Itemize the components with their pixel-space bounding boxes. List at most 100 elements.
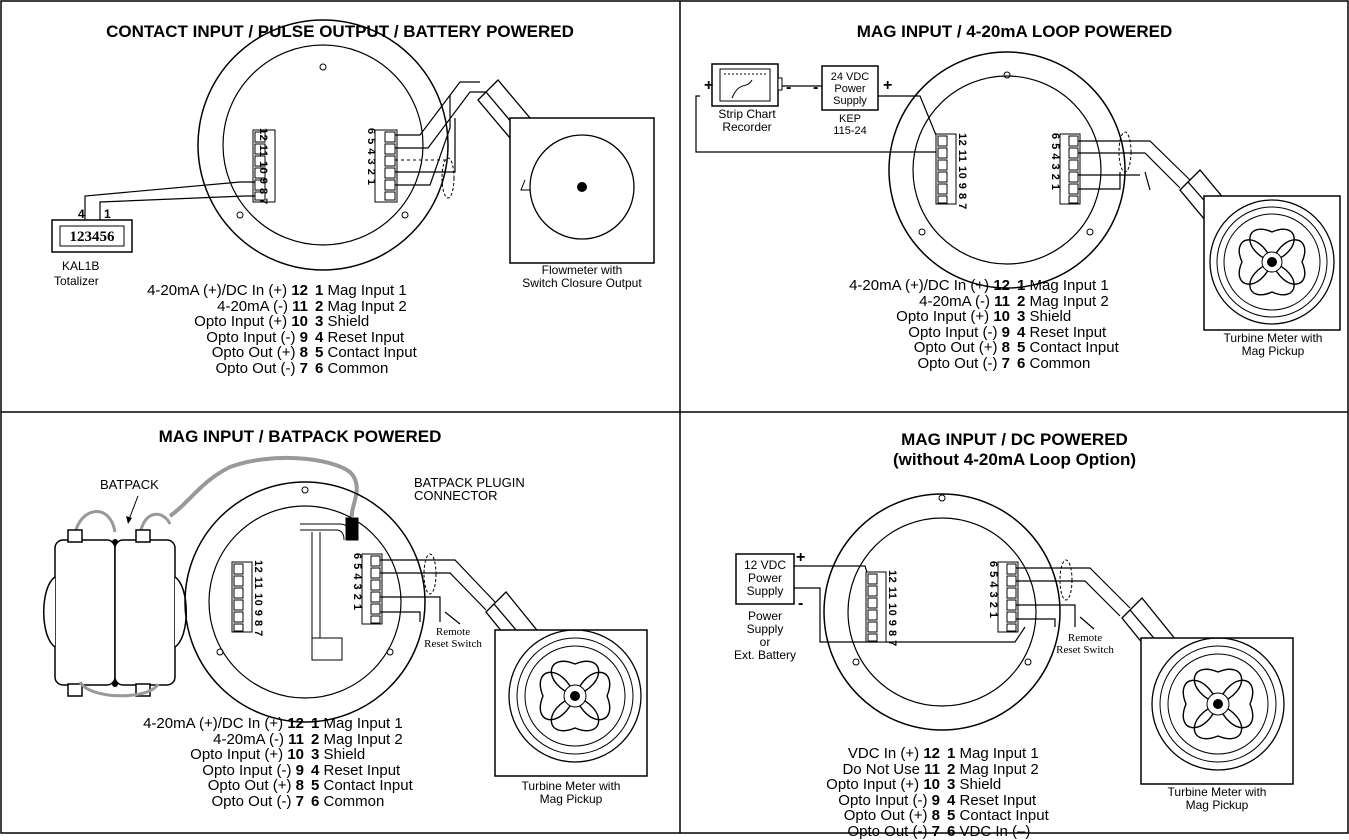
legend-right-label: 5 Contact Input (315, 344, 417, 361)
flowmeter-switch (520, 179, 530, 191)
panel-dc-powered: MAG INPUT / DC POWERED (without 4-20mA L… (680, 412, 1349, 839)
strip-chart-label: Strip Chart Recorder (718, 107, 776, 134)
turbine-rotor (539, 660, 611, 732)
wires-turbine (1016, 567, 1131, 630)
terminal-numbers-right: 6 5 4 3 2 1 (351, 553, 363, 611)
svg-text:-: - (798, 595, 803, 612)
legend-terminal-number: 5 (947, 807, 956, 824)
enclosure-outer (888, 51, 1126, 289)
legend-right-label: 1 Mag Input 1 (311, 715, 403, 732)
legend-terminal-number: 5 (311, 777, 320, 794)
legend-terminal-number: 12 (291, 282, 308, 299)
turbine-caption: Turbine Meter with Mag Pickup (521, 779, 621, 806)
legend-right-label: 4 Reset Input (311, 761, 401, 779)
turbine-rotor (1238, 228, 1306, 296)
legend-left-label: Opto Out (+) 8 (913, 339, 1010, 356)
turbine-caption: Turbine Meter with Mag Pickup (1167, 785, 1267, 812)
legend-left-label: 4-20mA (+)/DC In (+) 12 (849, 277, 1010, 294)
terminal-numbers-left: 12 11 10 9 8 7 (956, 133, 968, 210)
cable-shield (1118, 131, 1132, 173)
totalizer-display (59, 225, 125, 247)
terminal-block-left (935, 133, 957, 205)
legend-terminal-number: 4 (315, 328, 324, 346)
legend-terminal-number: 3 (311, 746, 320, 763)
svg-text:+: + (883, 77, 892, 94)
legend-left-label: Opto Input (-) 9 (908, 323, 1010, 341)
legend-left-label: Opto Out (+) 8 (211, 344, 308, 361)
legend-right-label: 4 Reset Input (1017, 323, 1107, 341)
mount-hole (938, 494, 946, 502)
legend-terminal-number: 5 (315, 344, 324, 361)
totalizer-name: KAL1B (62, 259, 100, 273)
legend-left-label: 4-20mA (+)/DC In (+) 12 (143, 715, 304, 732)
legend-terminal-number: 6 (1017, 354, 1026, 372)
legend-right-label: 2 Mag Input 2 (947, 760, 1039, 778)
legend-terminal-number: 9 (295, 761, 304, 779)
enclosure-outer (823, 493, 1061, 731)
terminal-block-left (865, 571, 887, 643)
panel-title: MAG INPUT / DC POWERED (without 4-20mA L… (893, 430, 1136, 469)
panel-loop-powered: MAG INPUT / 4-20mA LOOP POWERED + - - + … (680, 0, 1349, 412)
batpack-cable (168, 455, 359, 518)
legend-terminal-number: 9 (1001, 323, 1010, 341)
legend-terminal-number: 2 (1017, 292, 1026, 310)
wires-turbine (380, 559, 496, 625)
legend-terminal-number: 8 (1001, 339, 1010, 356)
legend-terminal-number: 3 (315, 313, 324, 330)
legend-terminal-number: 4 (1017, 323, 1026, 341)
terminal-block-right (997, 561, 1019, 633)
totalizer-caption: Totalizer (54, 274, 99, 288)
legend-terminal-number: 1 (311, 715, 320, 732)
legend-terminal-number: 2 (311, 730, 320, 748)
enclosure-inner (208, 505, 402, 699)
enclosure-inner (222, 44, 424, 246)
legend-terminal-number: 7 (1001, 354, 1010, 372)
svg-text:+: + (704, 77, 713, 94)
flowmeter-caption: Flowmeter with Switch Closure Output (522, 263, 642, 290)
remote-reset-label: Remote Reset Switch (424, 626, 482, 650)
legend-left-label: 4-20mA (-) 11 (919, 292, 1010, 310)
power-supply-caption: Power Supply or Ext. Battery (733, 609, 797, 662)
legend-terminal-number: 7 (295, 792, 304, 810)
mount-hole (216, 648, 224, 656)
flowmeter-dial (529, 134, 635, 240)
legend-terminal-number: 11 (994, 292, 1010, 310)
enclosure-inner (847, 517, 1037, 707)
kep-label: KEP 115-24 (833, 113, 867, 137)
legend-right-label: 5 Contact Input (1017, 339, 1119, 356)
legend-terminal-number: 5 (1017, 339, 1026, 356)
legend-terminal-number: 10 (993, 308, 1010, 325)
svg-text:-: - (813, 79, 818, 96)
totalizer-terminal-1: 1 (104, 207, 111, 221)
legend-terminal-number: 12 (993, 277, 1010, 294)
legend-left-label: 4-20mA (+)/DC In (+) 12 (147, 282, 308, 299)
batpack-body (43, 529, 187, 697)
terminal-numbers-right: 6 5 4 3 2 1 (365, 128, 377, 186)
mount-hole (918, 228, 926, 236)
legend-terminal-number: 2 (315, 297, 324, 315)
panel-contact-input: CONTACT INPUT / PULSE OUTPUT / BATTERY P… (0, 0, 680, 412)
wires-turbine (1078, 140, 1191, 191)
legend-terminal-number: 2 (947, 760, 956, 778)
legend-left-label: Opto Input (+) 10 (826, 776, 940, 793)
mount-hole (386, 648, 394, 656)
legend-terminal-number: 12 (287, 715, 304, 732)
totalizer-terminal-4: 4 (78, 207, 85, 221)
legend-left-label: Opto Out (+) 8 (843, 807, 940, 824)
terminal-numbers-right: 6 5 4 3 2 1 (987, 561, 999, 619)
legend-left-label: Opto Out (+) 8 (207, 777, 304, 794)
terminal-block-right (361, 553, 383, 625)
terminal-block-right (1059, 133, 1081, 205)
panel-title: MAG INPUT / BATPACK POWERED (158, 427, 442, 446)
legend-right-label: 3 Shield (315, 313, 370, 330)
mount-hole (1024, 658, 1032, 666)
